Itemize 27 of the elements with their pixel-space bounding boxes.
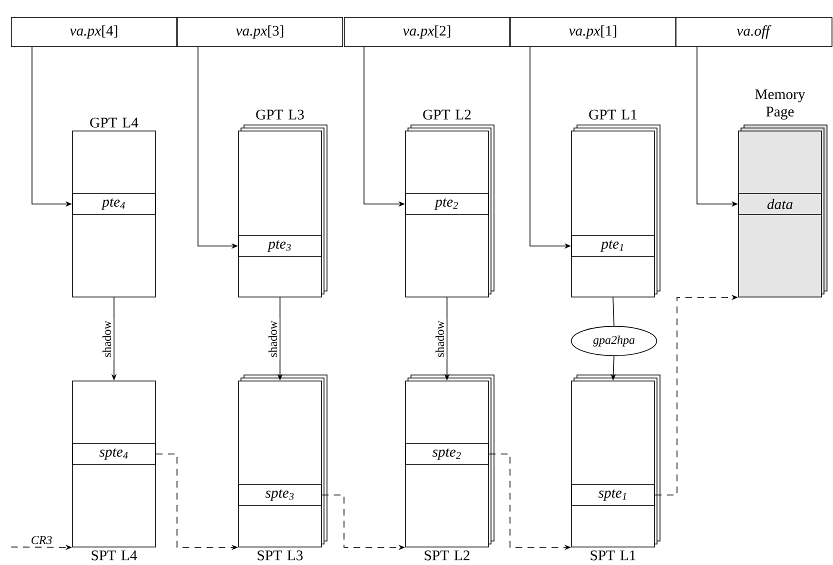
node-label: SPT L2 xyxy=(424,550,470,560)
table-entry: pte$_{4}$ xyxy=(72,193,156,215)
table-entry: spte$_{4}$ xyxy=(72,443,156,465)
edge-label: shadow xyxy=(432,318,447,360)
table-entry: spte$_{3}$ xyxy=(238,484,322,506)
table-entry: pte$_{3}$ xyxy=(238,235,322,257)
node-label: GPT L4 xyxy=(90,118,138,128)
table-entry: pte$_{1}$ xyxy=(571,235,655,257)
node-label: GPT L2 xyxy=(423,110,471,120)
address-field: va.px[3] xyxy=(176,17,344,47)
node-label: GPT L1 xyxy=(589,110,637,120)
address-field: va.off xyxy=(676,17,832,47)
node-label: SPT L4 xyxy=(92,550,137,560)
edge-label: shadow xyxy=(266,318,280,360)
table-entry: data xyxy=(738,193,822,215)
edge-label: CR3 xyxy=(32,536,52,544)
address-field: va.px[2] xyxy=(344,17,510,47)
edge-label: shadow xyxy=(100,318,114,360)
table-entry: spte$_{2}$ xyxy=(405,443,489,465)
node-label: GPT L3 xyxy=(256,110,304,120)
address-field: va.px[4] xyxy=(10,17,178,47)
table-entry: spte$_{1}$ xyxy=(571,484,655,506)
node-label: Memory Page xyxy=(755,89,806,120)
address-field: va.px[1] xyxy=(510,17,676,47)
table-entry: pte$_{2}$ xyxy=(405,193,489,215)
node-label: SPT L1 xyxy=(590,550,636,560)
node-label: SPT L3 xyxy=(258,550,303,560)
